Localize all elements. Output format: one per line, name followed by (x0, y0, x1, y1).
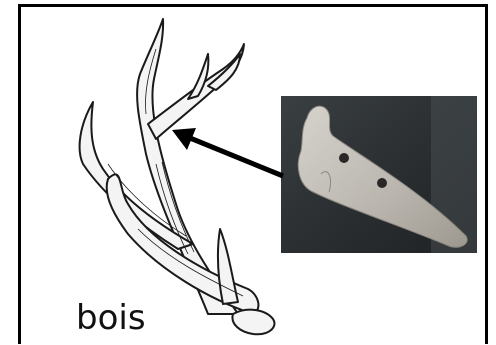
material-label: bois (76, 298, 146, 338)
antler-drawing-icon (48, 14, 288, 340)
carved-bone-object-icon (281, 96, 477, 253)
